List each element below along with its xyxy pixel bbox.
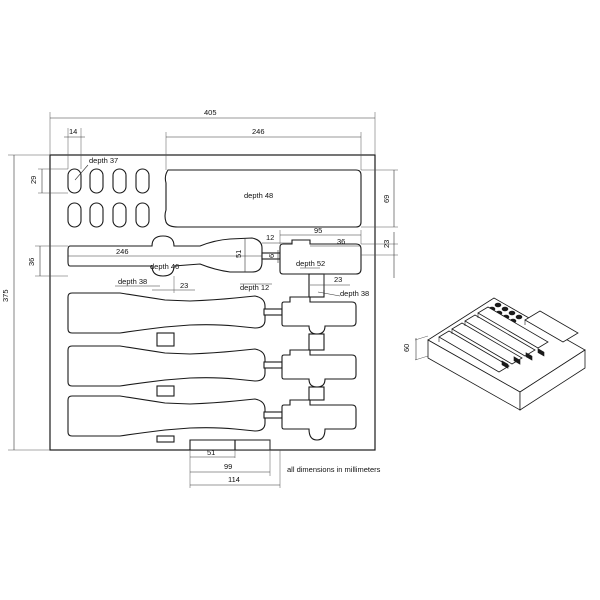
slot [135, 202, 150, 228]
dim-slot-width: 14 [69, 127, 77, 136]
head-pocket [281, 399, 357, 441]
channel [308, 273, 325, 298]
dim-slot-height: 29 [29, 176, 38, 184]
depth-label-lower-mid: depth 12 [240, 283, 269, 292]
iso-handle-pocket [464, 314, 536, 357]
slot [112, 168, 127, 194]
channel [308, 333, 325, 351]
bottom-notch [189, 439, 271, 451]
dim-lower-right-offset: 23 [334, 275, 342, 284]
depth-label-slots: depth 37 [89, 156, 118, 165]
dim-bottom-outer: 114 [228, 475, 240, 484]
iso-right-side [519, 349, 586, 411]
dim-shaft-depth-width: 6 [267, 254, 276, 258]
channel [156, 435, 175, 443]
slot [67, 202, 82, 228]
depth-label-head: depth 52 [296, 259, 325, 268]
shaft-pocket [263, 411, 283, 419]
connecting-channels [156, 273, 325, 443]
dim-handle-width: 246 [116, 247, 129, 256]
handle-pocket [67, 395, 266, 437]
channel [156, 332, 175, 347]
handle-pocket [67, 292, 266, 334]
dim-head-height: 23 [382, 240, 391, 248]
dimension-lines [8, 112, 398, 488]
depth-labels: depth 37 depth 48 depth 46 depth 52 dept… [74, 156, 369, 298]
slot [135, 168, 150, 194]
slot [112, 202, 127, 228]
channel [156, 385, 175, 397]
dim-handle-height: 36 [27, 258, 36, 266]
dim-top-pocket-width: 246 [252, 127, 265, 136]
slot [89, 168, 104, 194]
dim-bottom-inner: 51 [207, 448, 215, 457]
dimension-labels: 405 375 14 29 246 69 246 36 51 6 12 95 3… [1, 108, 411, 484]
head-pocket [281, 296, 357, 335]
isometric-view [414, 297, 586, 411]
dim-bottom-mid: 99 [224, 462, 232, 471]
head-pocket [281, 349, 357, 388]
iso-head-pockets [501, 348, 545, 369]
dim-lower-offset: 23 [180, 281, 188, 290]
tool-row-4 [67, 395, 357, 441]
iso-top-pocket [524, 310, 579, 343]
channel [308, 386, 325, 401]
dim-head-offset: 12 [266, 233, 274, 242]
dim-handle-neck: 51 [234, 250, 243, 258]
shaft-pocket [263, 308, 283, 316]
units-note: all dimensions in millimeters [287, 465, 381, 474]
iso-handle-pocket [477, 306, 549, 349]
iso-pocket-walls [438, 313, 526, 342]
depth-label-lower-right: depth 38 [340, 289, 369, 298]
dim-top-pocket-height: 69 [382, 195, 391, 203]
iso-handle-pocket [438, 330, 510, 373]
depth-label-handle: depth 46 [150, 262, 179, 271]
slot [89, 202, 104, 228]
shaft-pocket [263, 361, 283, 369]
depth-label-top-pocket: depth 48 [244, 191, 273, 200]
slot [67, 168, 82, 194]
dim-head-width: 95 [314, 226, 322, 235]
top-pocket [164, 169, 362, 228]
tool-row-3 [67, 345, 357, 388]
handle-pocket [67, 345, 266, 387]
dim-overall-width: 405 [204, 108, 217, 117]
small-slots [67, 168, 150, 228]
iso-handle-pocket [451, 322, 523, 365]
dim-iso-height: 60 [402, 344, 411, 352]
depth-label-lower-left: depth 38 [118, 277, 147, 286]
head-pocket [279, 239, 362, 275]
dim-head-right-width: 36 [337, 237, 345, 246]
tool-row-2 [67, 292, 357, 335]
dim-overall-height: 375 [1, 289, 10, 302]
